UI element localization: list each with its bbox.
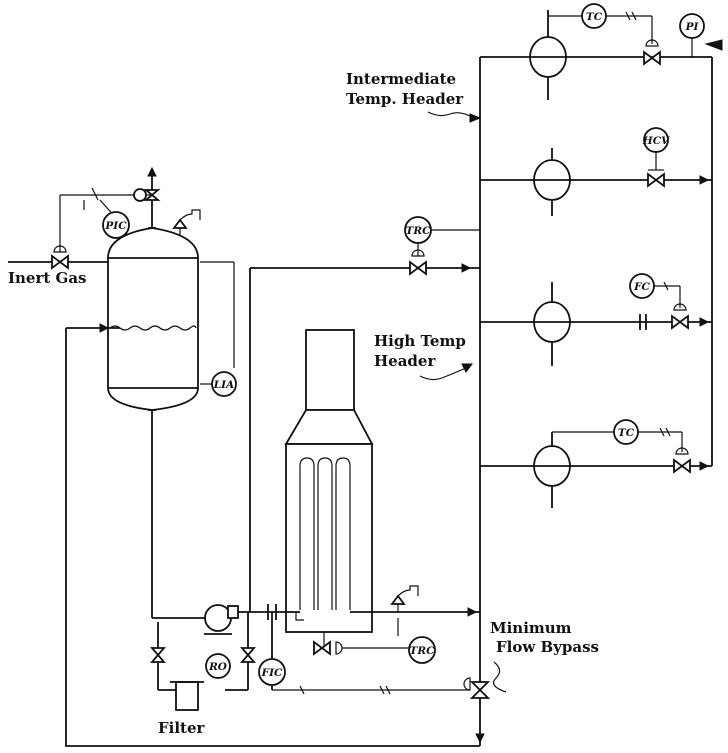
- fc-label: FC: [633, 281, 650, 293]
- trc-top-label: TRC: [406, 225, 432, 237]
- inert-gas-line: [8, 187, 117, 270]
- ro-label: RO: [208, 661, 228, 673]
- callout-leaders: [419, 111, 507, 693]
- lia-label: LIA: [213, 379, 234, 391]
- fic-label: FIC: [261, 667, 283, 679]
- minimum-flow-bypass-label-2: Flow Bypass: [496, 638, 599, 656]
- lia-instrument: LIA: [211, 371, 237, 397]
- hcv-label: HCV: [642, 135, 671, 147]
- trc-top-valve: [409, 229, 480, 276]
- intermediate-header-label-1: Intermediate: [346, 70, 456, 88]
- bypass-valve: [299, 677, 491, 699]
- process-lines: [65, 56, 713, 747]
- filter-valve-left: [150, 647, 166, 663]
- vent-line: [116, 166, 161, 202]
- relief-valve: [172, 209, 201, 235]
- fired-heater: [284, 329, 374, 633]
- inert-gas-label: Inert Gas: [8, 269, 87, 287]
- pic-label: PIC: [104, 220, 127, 232]
- storage-vessel: [107, 200, 199, 411]
- filter-label: Filter: [158, 719, 206, 737]
- fuel-line: [313, 585, 419, 656]
- exchanger-2: [533, 148, 571, 216]
- exchanger-4: [533, 432, 571, 508]
- filter: [170, 681, 204, 711]
- tc-lower-label: TC: [618, 427, 635, 439]
- high-temp-header-label-2: Header: [374, 352, 436, 370]
- tc-top-instrument: TC: [548, 3, 661, 66]
- pi-instrument: PI: [679, 13, 723, 57]
- trc-top-instrument: TRC: [404, 216, 432, 244]
- exchanger-1: [529, 10, 567, 100]
- intermediate-header-label-2: Temp. Header: [346, 90, 464, 108]
- exchanger-3: [533, 282, 571, 366]
- hcv-instrument: HCV: [642, 127, 671, 188]
- pic-instrument: PIC: [102, 211, 130, 239]
- ro-instrument: RO: [205, 653, 231, 679]
- high-temp-header-label-1: High Temp: [374, 332, 466, 350]
- fic-orifice: [267, 604, 277, 620]
- pump: [204, 604, 239, 635]
- fic-instrument: FIC: [258, 658, 286, 686]
- pi-label: PI: [685, 21, 700, 33]
- fc-instrument: FC: [629, 273, 689, 330]
- trc-bottom-label: TRC: [410, 645, 436, 657]
- filter-valve-right: [240, 647, 256, 663]
- tc-top-label: TC: [586, 11, 603, 23]
- minimum-flow-bypass-label-1: Minimum: [490, 619, 572, 637]
- trc-bottom-instrument: TRC: [408, 636, 436, 664]
- tc-lower-instrument: TC: [552, 419, 691, 474]
